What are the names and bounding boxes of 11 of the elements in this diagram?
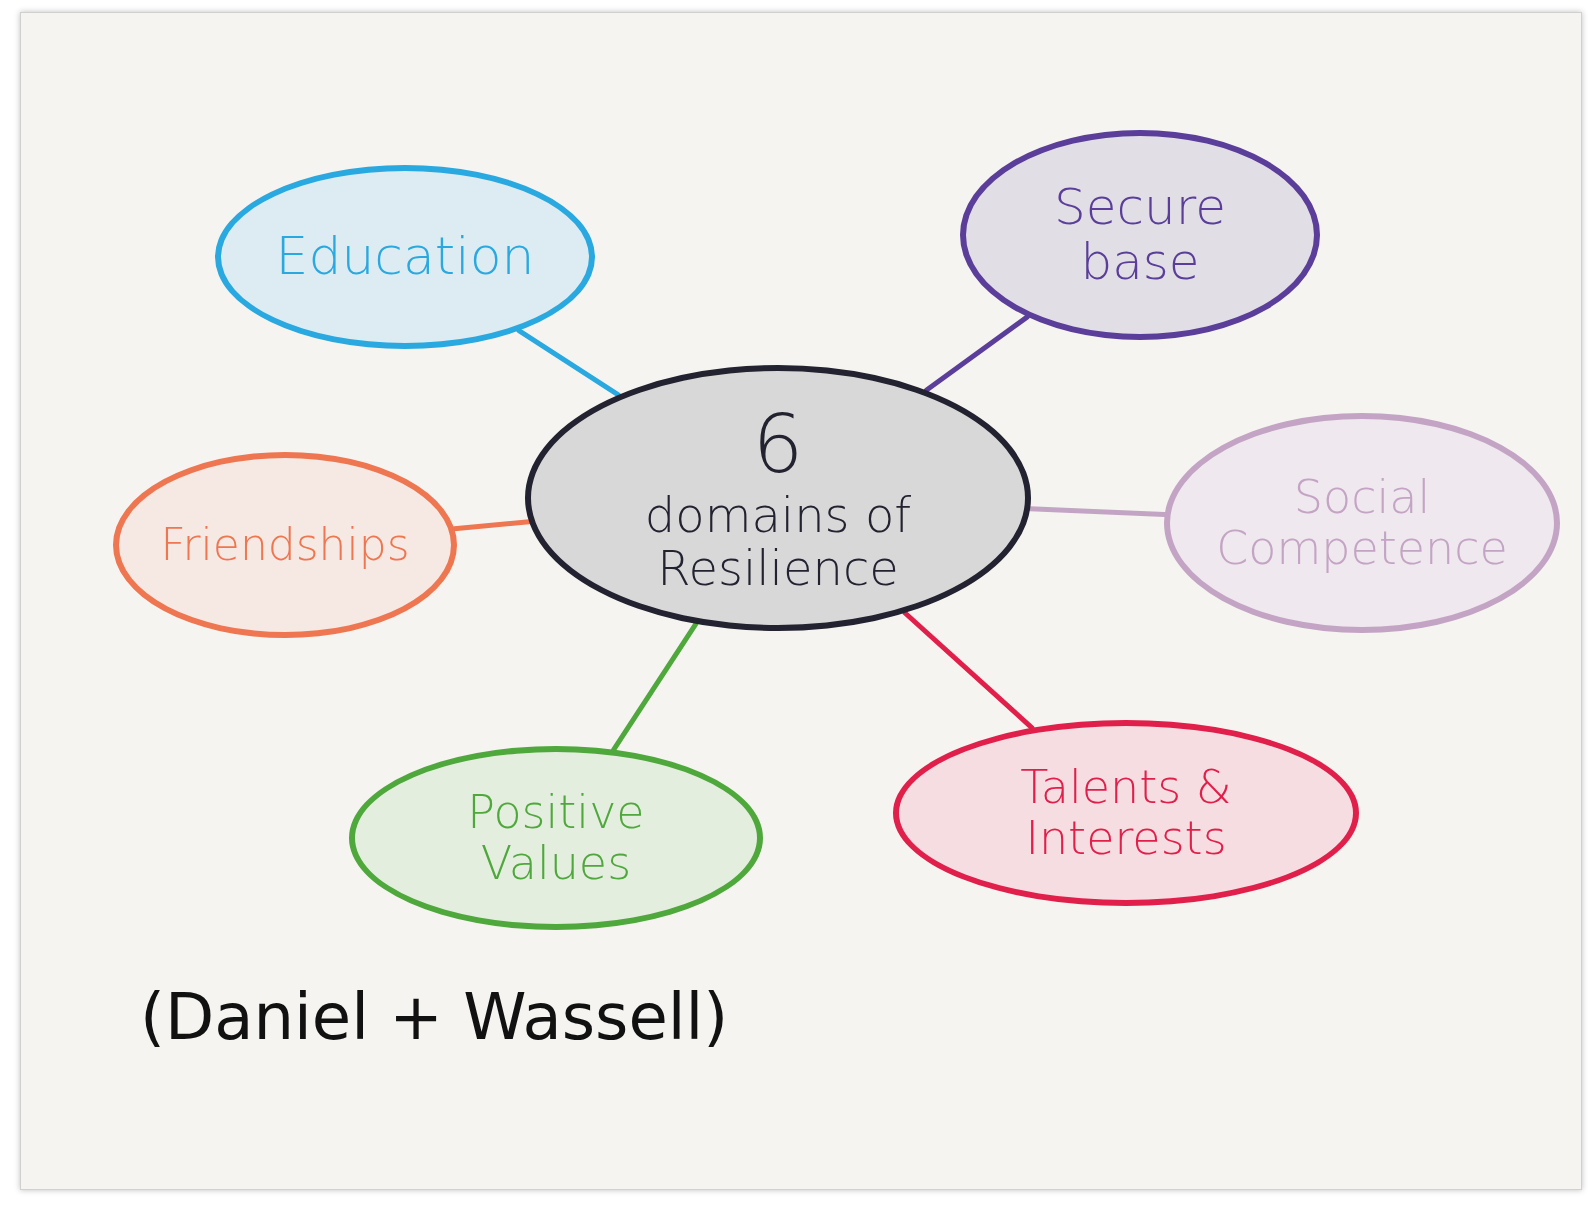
connector-line	[923, 314, 1030, 393]
node-label: 6	[752, 401, 804, 490]
node-label: Friendships	[160, 520, 410, 570]
node-label: Secure base	[1053, 180, 1227, 290]
citation-note: (Daniel + Wassell)	[140, 980, 729, 1054]
node-label: Positive Values	[466, 787, 646, 889]
node-label: Education	[275, 228, 535, 286]
node-label: Social Competence	[1215, 472, 1509, 574]
node-label: Talents & Interests	[1019, 762, 1233, 864]
connector-line	[516, 328, 621, 398]
node-label: domains of Resilience	[643, 489, 913, 595]
